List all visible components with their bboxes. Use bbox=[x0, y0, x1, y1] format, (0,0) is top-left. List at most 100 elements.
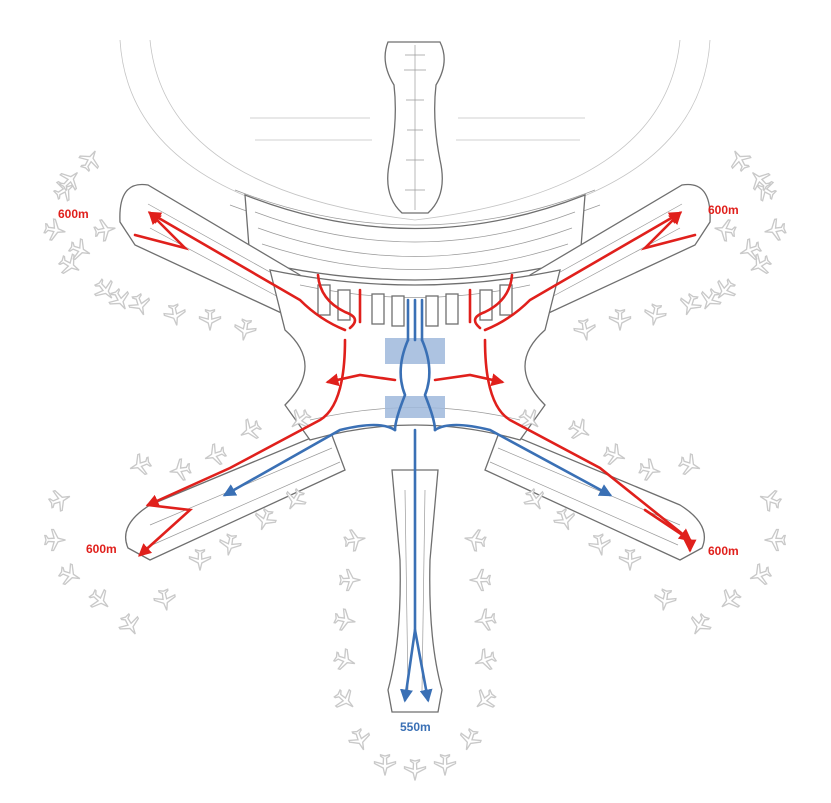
aircraft-stand-12 bbox=[730, 150, 752, 173]
aircraft-stand-47 bbox=[523, 487, 545, 510]
aircraft-stand-49 bbox=[602, 443, 626, 466]
aircraft-stand-2 bbox=[43, 218, 66, 241]
aircraft-stand-57 bbox=[348, 727, 371, 751]
aircraft-stand-43 bbox=[654, 588, 677, 611]
aircraft-stand-8 bbox=[234, 318, 257, 341]
aircraft-stand-29 bbox=[153, 588, 176, 611]
aircraft-stand-38 bbox=[759, 489, 783, 512]
aircraft-stand-25 bbox=[43, 528, 66, 552]
aircraft-stand-30 bbox=[188, 548, 212, 571]
hook-west bbox=[316, 273, 357, 330]
aircraft-stand-0 bbox=[78, 150, 100, 173]
aircraft-stand-20 bbox=[573, 318, 596, 341]
aircraft-stand-55 bbox=[332, 648, 356, 671]
aircraft-stand-61 bbox=[474, 608, 497, 631]
route-south-pier bbox=[400, 428, 417, 703]
aircraft-stand-70 bbox=[714, 219, 737, 242]
aircraft-stand-11 bbox=[108, 287, 130, 310]
route-se-domestic bbox=[433, 423, 613, 497]
aircraft-stand-24 bbox=[47, 489, 71, 512]
cross-west bbox=[325, 373, 397, 387]
aircraft-stand-3 bbox=[57, 253, 80, 275]
aircraft-stand-14 bbox=[764, 218, 787, 241]
aircraft-stand-42 bbox=[690, 612, 712, 635]
route-nw bbox=[147, 211, 347, 332]
security-zone-north bbox=[385, 338, 445, 364]
aircraft-stand-60 bbox=[469, 568, 492, 592]
cross-east bbox=[433, 373, 505, 387]
aircraft-stand-28 bbox=[118, 612, 140, 635]
aircraft-stand-15 bbox=[750, 253, 773, 275]
aircraft-stand-58 bbox=[373, 753, 397, 776]
aircraft-stand-45 bbox=[588, 533, 611, 556]
loop-ne-a bbox=[640, 211, 697, 251]
loop-se-a bbox=[643, 508, 697, 553]
ground-transport-centre bbox=[384, 41, 445, 214]
aircraft-stand-50 bbox=[638, 458, 661, 481]
aircraft-stand-64 bbox=[459, 727, 482, 751]
domestic-east-branch bbox=[420, 338, 437, 432]
check-in-islands bbox=[317, 284, 513, 327]
route-se bbox=[483, 338, 693, 542]
aircraft-stand-19 bbox=[608, 308, 632, 331]
aircraft-stand-4 bbox=[93, 278, 113, 299]
international-routes bbox=[133, 211, 697, 557]
aircraft-stand-1 bbox=[52, 180, 75, 202]
aircraft-stand-23 bbox=[700, 287, 722, 310]
aircraft-stand-52 bbox=[343, 529, 366, 552]
aircraft-stand-27 bbox=[88, 588, 109, 608]
aircraft-stand-22 bbox=[739, 238, 763, 261]
aircraft-stand-51 bbox=[677, 453, 701, 476]
aircraft-stand-40 bbox=[749, 563, 773, 586]
distance-label-nw: 600m bbox=[58, 207, 89, 221]
route-ne bbox=[483, 211, 683, 332]
distance-label-se: 600m bbox=[708, 544, 739, 558]
distance-label-ne: 600m bbox=[708, 203, 739, 217]
loop-nw-a bbox=[133, 211, 190, 251]
aircraft-stand-36 bbox=[169, 458, 192, 481]
aircraft-stand-21 bbox=[751, 171, 772, 192]
loop-sw-a bbox=[138, 503, 194, 557]
aircraft-stand-9 bbox=[58, 171, 79, 192]
domestic-west-branch bbox=[393, 338, 410, 432]
route-south-pier-b bbox=[413, 628, 433, 703]
aircraft-stand-5 bbox=[128, 292, 151, 316]
distance-label-s: 550m bbox=[400, 720, 431, 734]
route-sw-domestic bbox=[222, 423, 397, 497]
domestic-routes bbox=[222, 298, 613, 703]
aircraft-stand-17 bbox=[679, 292, 702, 316]
aircraft-stand-35 bbox=[204, 443, 228, 466]
aircraft-stands bbox=[43, 150, 787, 781]
aircraft-stand-18 bbox=[644, 303, 667, 326]
aircraft-stand-26 bbox=[57, 563, 81, 586]
aircraft-stand-33 bbox=[285, 487, 307, 510]
aircraft-stand-59 bbox=[464, 529, 487, 552]
aircraft-stand-16 bbox=[717, 278, 737, 299]
aircraft-stand-7 bbox=[198, 308, 222, 331]
aircraft-stand-10 bbox=[67, 238, 91, 261]
aircraft-stand-39 bbox=[764, 528, 787, 552]
aircraft-stand-13 bbox=[755, 180, 778, 202]
route-sw bbox=[145, 338, 347, 507]
aircraft-stand-37 bbox=[129, 453, 153, 476]
aircraft-stand-41 bbox=[721, 588, 742, 608]
aircraft-stand-65 bbox=[433, 753, 457, 776]
domestic-entry bbox=[406, 298, 424, 342]
aircraft-stand-46 bbox=[553, 507, 576, 531]
aircraft-stand-63 bbox=[476, 688, 497, 708]
aircraft-stand-34 bbox=[240, 418, 263, 440]
curbside-front bbox=[244, 194, 586, 281]
aircraft-stand-54 bbox=[333, 608, 356, 631]
aircraft-stand-62 bbox=[474, 648, 498, 671]
aircraft-stand-66 bbox=[403, 758, 427, 781]
distance-label-sw: 600m bbox=[86, 542, 117, 556]
aircraft-stand-32 bbox=[254, 507, 277, 531]
aircraft-stand-48 bbox=[567, 418, 590, 440]
aircraft-stand-44 bbox=[618, 548, 642, 571]
aircraft-stand-69 bbox=[93, 219, 116, 242]
aircraft-stand-6 bbox=[163, 303, 186, 326]
aircraft-stand-31 bbox=[219, 533, 242, 556]
hook-east bbox=[473, 273, 514, 330]
aircraft-stand-53 bbox=[338, 568, 361, 592]
